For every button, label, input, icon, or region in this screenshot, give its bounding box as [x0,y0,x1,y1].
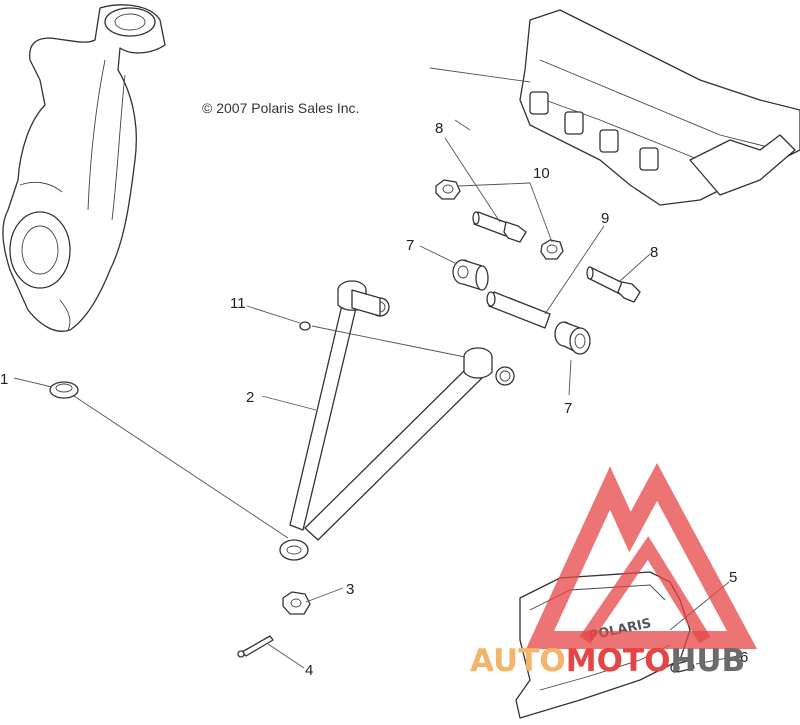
callout-9: 9 [601,210,609,227]
callout-1: 1 [0,371,8,388]
watermark-logo: AUTOMOTOHUB [470,463,758,679]
bolt-part-8-upper [472,211,527,243]
callout-8-upper: 8 [435,120,443,137]
cotter-pin-part-4 [237,635,274,658]
a-arm [279,280,515,561]
copyright-text: © 2007 Polaris Sales Inc. [202,100,359,116]
nut-part-3 [282,591,311,615]
callout-2: 2 [246,389,254,406]
callout-3: 3 [346,581,354,598]
callout-7-left: 7 [406,237,414,254]
callout-4: 4 [305,662,313,679]
bushing-part-1 [49,381,79,399]
bolt-part-8-right [586,266,641,303]
steering-knuckle [2,4,166,332]
bushing-part-7-right [554,321,591,355]
watermark-text: AUTOMOTOHUB [470,643,745,679]
sleeve-part-9 [486,291,551,329]
frame-section [429,9,800,206]
nut-part-10 [435,179,564,260]
callout-11: 11 [230,295,246,312]
callout-10: 10 [533,165,550,182]
grease-fitting [299,321,311,331]
callout-6: 6 [740,649,748,666]
screw-part-6 [670,659,695,673]
bushing-part-7-left [452,259,489,291]
callout-labels: 1 2 3 4 5 6 7 7 8 8 9 10 11 [0,120,748,679]
callout-8-right: 8 [650,244,658,261]
callout-7-right: 7 [564,400,572,417]
callout-5: 5 [729,569,737,586]
